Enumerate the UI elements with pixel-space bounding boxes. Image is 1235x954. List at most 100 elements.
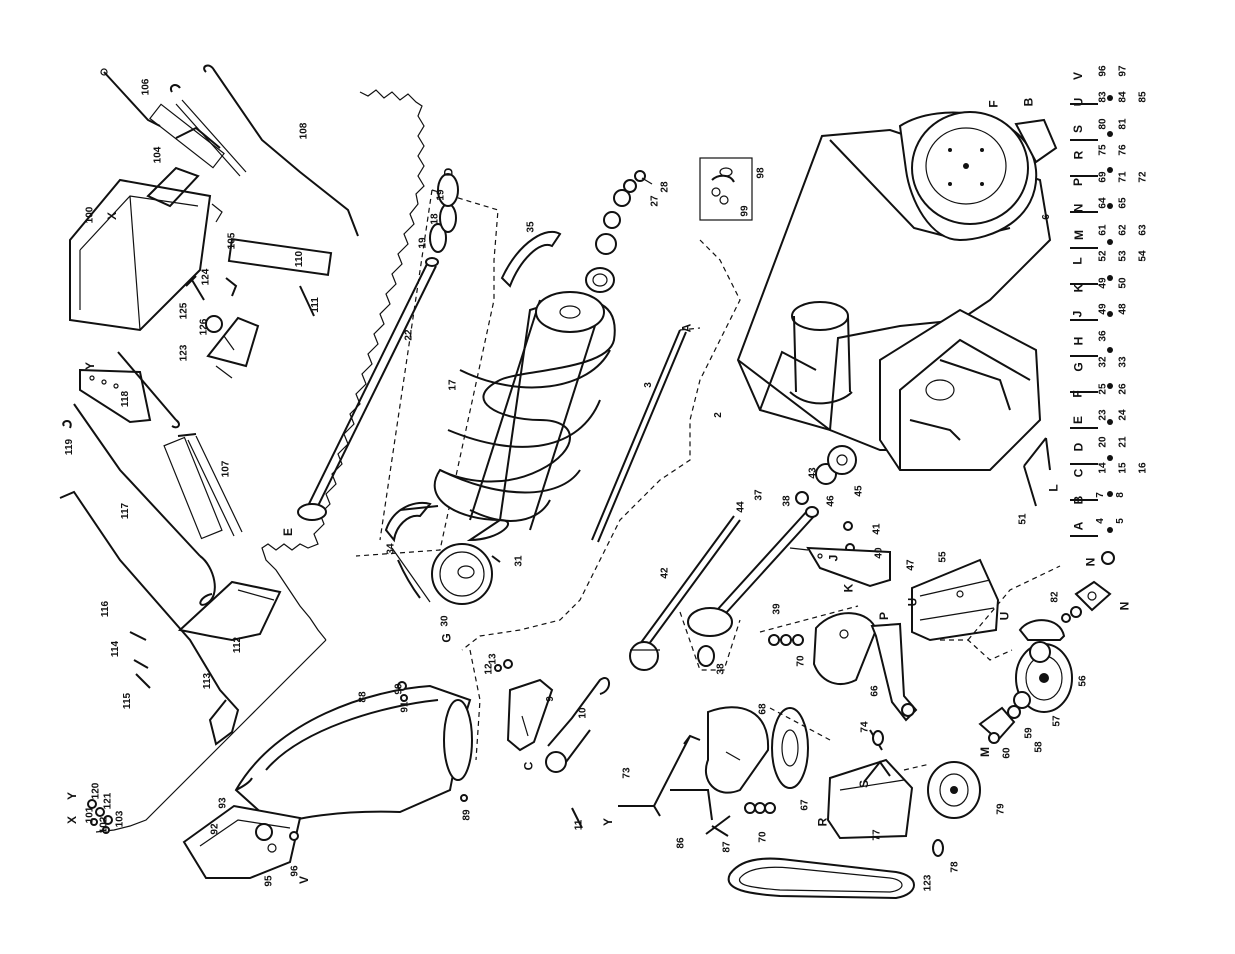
part-label-n: N: [1083, 557, 1098, 567]
hardware-key-part-97: 97: [1117, 64, 1129, 77]
drive-linkage: [629, 445, 891, 671]
hardware-key-part-20: 20: [1097, 435, 1109, 448]
plate-bracket-66: [759, 605, 918, 722]
hardware-key-part-81: 81: [1117, 117, 1129, 130]
part-label-106: 106: [140, 78, 152, 96]
hardware-key-letter-p: P: [1071, 177, 1086, 186]
hardware-key-part-15: 15: [1117, 462, 1129, 474]
part-label-9: 9: [544, 696, 556, 702]
xy-legend-part-102: 102: [98, 816, 110, 834]
hardware-key-letter-m: M: [1072, 229, 1086, 240]
part-label-44: 44: [735, 501, 747, 513]
hardware-key-letter-g: G: [1071, 362, 1086, 372]
part-label-114: 114: [110, 640, 122, 658]
part-label-87: 87: [721, 841, 733, 853]
part-label-93: 93: [217, 797, 229, 809]
part-label-6: 6: [1040, 214, 1052, 220]
hardware-key-part-64: 64: [1097, 197, 1109, 209]
part-label-95: 95: [263, 875, 275, 887]
part-label-90: 90: [393, 683, 405, 695]
part-label-46: 46: [825, 495, 837, 507]
part-label-22: 22: [403, 329, 415, 341]
part-label-47: 47: [905, 559, 917, 571]
hardware-key-part-48: 48: [1117, 303, 1129, 315]
part-label-91: 91: [399, 701, 411, 713]
part-label-40: 40: [873, 547, 885, 559]
part-label-11: 11: [573, 819, 585, 831]
part-label-u: U: [997, 611, 1012, 621]
part-label-111: 111: [309, 297, 321, 313]
part-label-37: 37: [753, 489, 765, 501]
control-linkage-middle: [59, 351, 282, 746]
hardware-key-part-24: 24: [1117, 409, 1129, 421]
part-label-39: 39: [771, 603, 783, 615]
part-label-45: 45: [853, 485, 865, 497]
hardware-key-part-4: 4: [1094, 518, 1106, 524]
part-label-70: 70: [757, 831, 769, 843]
hardware-key-part-80: 80: [1097, 117, 1109, 130]
part-label-110: 110: [294, 250, 306, 268]
part-label-r: R: [815, 817, 830, 827]
hardware-key-part-25: 25: [1097, 382, 1109, 395]
part-label-66: 66: [869, 685, 881, 697]
part-label-a: A: [679, 323, 694, 333]
hardware-key-part-52: 52: [1097, 250, 1109, 262]
hardware-key-part-50: 50: [1117, 276, 1129, 289]
hardware-key-letter-v: V: [1071, 71, 1086, 80]
part-label-19: 19: [417, 237, 429, 249]
part-label-v: V: [297, 875, 312, 885]
part-label-l: L: [1046, 484, 1061, 492]
part-label-10: 10: [577, 707, 589, 719]
hardware-key-letter-j: J: [1070, 310, 1085, 318]
part-label-m: M: [978, 747, 992, 757]
part-label-51: 51: [1017, 513, 1029, 525]
part-label-99: 99: [739, 205, 751, 217]
part-label-123: 123: [178, 344, 190, 362]
part-label-n: N: [1117, 601, 1132, 611]
hardware-box-98: [699, 157, 753, 221]
hardware-key-part-21: 21: [1117, 435, 1129, 448]
part-label-2: 2: [712, 412, 724, 418]
hardware-key-part-76: 76: [1117, 144, 1129, 156]
part-label-117: 117: [120, 502, 132, 520]
hardware-key-part-5: 5: [1114, 518, 1126, 524]
xy-legend-part-101: 101: [84, 806, 96, 824]
xy-legend-part-103: 103: [114, 810, 126, 828]
hardware-key-part-32: 32: [1097, 356, 1109, 368]
hardware-key-part-62: 62: [1117, 223, 1129, 236]
bracket-77-pulley-79: [826, 729, 981, 857]
hardware-key-part-49: 49: [1097, 276, 1109, 289]
hardware-key-part-8: 8: [1114, 491, 1126, 498]
hardware-key-part-85: 85: [1137, 91, 1149, 103]
part-label-12: 12: [483, 663, 495, 675]
hardware-key-part-84: 84: [1117, 91, 1129, 103]
xy-legend-letter-x: X: [65, 815, 80, 825]
xy-legend-letter-y: Y: [65, 791, 80, 801]
hardware-key-letter-u: U: [1071, 97, 1086, 107]
part-label-112: 112: [232, 636, 244, 654]
part-label-u: U: [905, 597, 920, 607]
pulley-assembly: [940, 551, 1115, 744]
part-label-59: 59: [1023, 727, 1035, 739]
hardware-key-letter-l: L: [1070, 257, 1085, 265]
part-label-115: 115: [122, 692, 134, 710]
part-label-j: J: [826, 554, 841, 562]
hardware-key-part-72: 72: [1137, 170, 1149, 183]
part-label-73: 73: [621, 767, 633, 779]
hardware-key-letter-d: D: [1071, 442, 1086, 451]
part-label-105: 105: [226, 232, 238, 250]
part-label-k: K: [841, 583, 856, 593]
hardware-key-part-71: 71: [1117, 170, 1129, 183]
hardware-key-letter-b: B: [1071, 495, 1086, 504]
part-label-113: 113: [202, 672, 214, 690]
hardware-key-part-83: 83: [1097, 91, 1109, 103]
part-label-100: 100: [84, 206, 96, 224]
hardware-key-letter-k: K: [1071, 283, 1086, 292]
xy-legend-part-120: 120: [90, 782, 102, 800]
part-label-67: 67: [799, 799, 811, 811]
part-label-124: 124: [200, 268, 212, 286]
part-label-79: 79: [995, 803, 1007, 815]
part-label-y: Y: [83, 361, 98, 371]
lower-drive-parts: [618, 706, 831, 837]
part-label-123: 123: [922, 874, 934, 892]
